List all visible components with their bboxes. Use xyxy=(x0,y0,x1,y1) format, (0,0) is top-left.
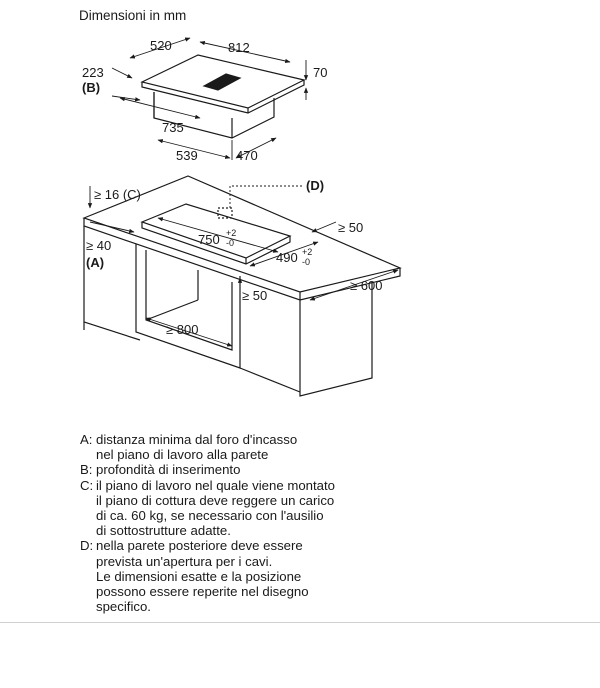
legend-text: profondità di inserimento xyxy=(96,462,241,478)
label-d: (D) xyxy=(306,178,324,193)
legend-text: il piano di cottura deve reggere un cari… xyxy=(96,492,335,508)
legend-key: B: xyxy=(80,462,93,478)
label-b: (B) xyxy=(82,80,100,95)
dim-735: 735 xyxy=(162,120,184,135)
dim-ge600: ≥ 600 xyxy=(350,278,382,293)
dim-ge50-back: ≥ 50 xyxy=(338,220,363,235)
dim-223: 223 xyxy=(82,65,104,80)
dim-750: 750 xyxy=(198,232,220,247)
legend-text: possono essere reperite nel disegno xyxy=(96,584,309,600)
legend-text: distanza minima dal foro d'incasso xyxy=(96,432,298,447)
legend-item-d: D: nella parete posteriore deve essere p… xyxy=(80,538,410,614)
legend-text: di sottostrutture adatte. xyxy=(96,523,231,539)
dim-ge50-front: ≥ 50 xyxy=(242,288,267,303)
label-a: (A) xyxy=(86,255,104,270)
cutout-dimension-lines xyxy=(87,185,399,347)
diagram-title: Dimensioni in mm xyxy=(79,8,187,23)
bottom-divider xyxy=(0,622,600,623)
legend-text: prevista un'apertura per i cavi. xyxy=(96,553,273,569)
legend-text: nella parete posteriore deve essere xyxy=(96,538,303,554)
installation-diagram: 520 812 223 (B) 70 735 539 470 xyxy=(82,37,402,397)
legend-text: specifico. xyxy=(96,599,151,615)
legend-key: C: xyxy=(80,477,94,493)
legend-text: di ca. 60 kg, se necessario con l'ausili… xyxy=(96,508,324,524)
dim-520: 520 xyxy=(150,38,172,53)
dim-539: 539 xyxy=(176,148,198,163)
dim-490: 490 xyxy=(276,250,298,265)
dim-750-tol-down: -0 xyxy=(226,238,234,248)
legend-key: A: xyxy=(80,432,93,447)
legend: A: distanza minima dal foro d'incasso ne… xyxy=(80,432,410,614)
dim-ge800: ≥ 800 xyxy=(166,322,198,337)
legend-key: D: xyxy=(80,538,94,554)
cooktop-dimension-lines xyxy=(111,37,309,160)
legend-item-a: A: distanza minima dal foro d'incasso ne… xyxy=(80,432,410,462)
legend-item-c: C: il piano di lavoro nel quale viene mo… xyxy=(80,478,410,539)
dim-490-tol-up: +2 xyxy=(302,247,312,257)
dim-ge16-c: ≥ 16 (C) xyxy=(94,187,141,202)
legend-text: Le dimensioni esatte e la posizione xyxy=(96,568,302,584)
dim-490-tol-down: -0 xyxy=(302,257,310,267)
legend-item-b: B: profondità di inserimento xyxy=(80,462,410,477)
dim-ge40: ≥ 40 xyxy=(86,238,111,253)
legend-text: nel piano di lavoro alla parete xyxy=(96,447,269,463)
dim-470: 470 xyxy=(236,148,258,163)
legend-text: il piano di lavoro nel quale viene monta… xyxy=(96,477,335,493)
dim-812: 812 xyxy=(228,40,250,55)
dim-70: 70 xyxy=(313,65,327,80)
dim-750-tol-up: +2 xyxy=(226,228,236,238)
